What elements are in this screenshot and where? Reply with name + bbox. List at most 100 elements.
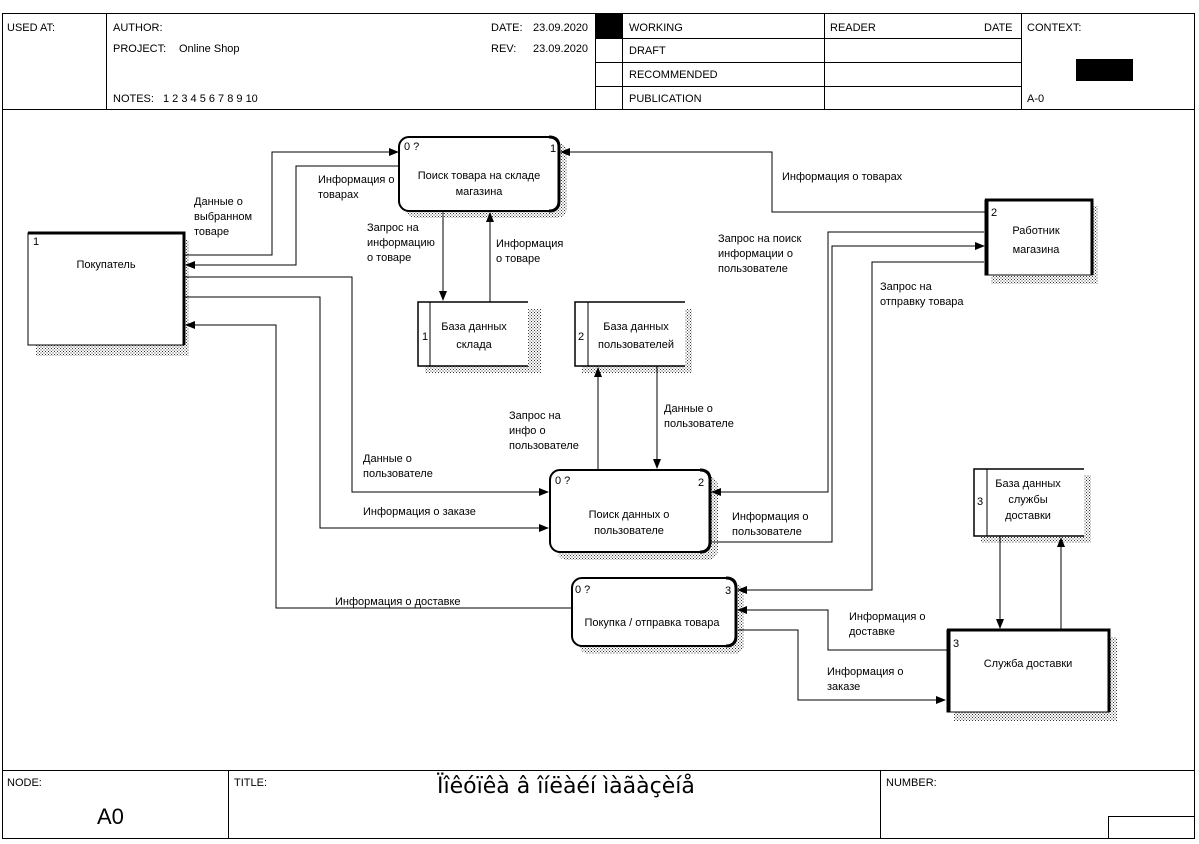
entity-buyer: 1 Покупатель <box>27 231 189 356</box>
flow-label-delivery-buyer: Информация о доставке <box>335 596 461 608</box>
footer-divider <box>228 770 229 839</box>
arrow-order-info <box>184 296 549 532</box>
process1-line2: магазина <box>456 186 504 198</box>
process1-line1: Поиск товара на складе <box>418 170 540 182</box>
store2-line1: База данных <box>603 321 669 333</box>
store-warehouse-db: 1 База данных склада <box>417 301 541 373</box>
context-label: CONTEXT: <box>1027 22 1082 34</box>
entity-worker-id: 2 <box>991 207 997 219</box>
diagram-frame <box>2 13 1195 839</box>
header-divider <box>824 13 825 109</box>
diagram-title: Ïîêóïêà â îíëàéí ìàãàçèíå <box>437 774 695 799</box>
arrow-user-info-request <box>711 231 984 496</box>
arrow-selected-product <box>184 148 399 256</box>
notes-value: 1 2 3 4 5 6 7 8 9 10 <box>163 93 258 105</box>
footer-divider <box>1108 816 1195 817</box>
process3-label: Покупка / отправка товара <box>584 617 720 629</box>
project-value: Online Shop <box>179 43 240 55</box>
number-label: NUMBER: <box>886 777 937 789</box>
project-label: PROJECT: <box>113 43 167 55</box>
arrow-user-data-from-buyer <box>184 276 549 496</box>
entity-delivery-id: 3 <box>953 638 959 650</box>
store1-id: 1 <box>422 331 428 343</box>
footer-divider <box>1108 816 1109 839</box>
entity-worker-line2: магазина <box>1013 244 1061 256</box>
footer-top-border <box>2 770 1195 771</box>
reader-label: READER <box>830 22 876 34</box>
arrow-delivery-info-to-buyer <box>185 321 572 609</box>
store1-line2: склада <box>456 339 492 351</box>
process-search-product: 0 ? 1 Поиск товара на складе магазина <box>398 135 567 218</box>
store3-id: 3 <box>977 496 983 508</box>
store3-line3: доставки <box>1005 510 1051 522</box>
store3-line2: службы <box>1008 494 1047 506</box>
used-at-label: USED AT: <box>7 22 56 34</box>
working-status-marker <box>596 14 622 38</box>
reader-date-label: DATE <box>984 22 1013 34</box>
store-delivery-db: 3 База данных службы доставки <box>973 468 1091 543</box>
process3-corner: 0 ? <box>575 584 590 596</box>
store2-line2: пользователей <box>598 339 674 351</box>
process1-id: 1 <box>550 143 556 155</box>
entity-delivery-service: 3 Служба доставки <box>946 628 1117 721</box>
process2-line1: Поиск данных о <box>589 509 670 521</box>
header-divider <box>622 13 623 109</box>
entity-buyer-label: Покупатель <box>76 259 135 271</box>
author-label: AUTHOR: <box>113 22 163 34</box>
date-value: 23.09.2020 <box>533 22 589 34</box>
rev-label: REV: <box>491 43 517 55</box>
entity-delivery-label: Служба доставки <box>984 658 1073 670</box>
node-value: A0 <box>97 804 124 829</box>
entity-buyer-id: 1 <box>33 236 39 248</box>
arrow-order-info-to-delivery <box>738 629 946 704</box>
title-label: TITLE: <box>234 777 268 789</box>
arrow-user-info-to-worker <box>711 242 985 543</box>
date-label: DATE: <box>491 22 523 34</box>
store1-line1: База данных <box>441 321 507 333</box>
arrow-ship-request <box>737 261 984 594</box>
process2-corner: 0 ? <box>555 475 570 487</box>
process-purchase-ship: 0 ? 3 Покупка / отправка товара <box>571 576 744 654</box>
flow-label-products-worker: Информация о товарах <box>782 171 903 183</box>
header-bottom-border <box>2 109 1195 110</box>
arrow-delivery-info <box>737 606 947 651</box>
header-row-line <box>595 38 1021 39</box>
store2-id: 2 <box>578 331 584 343</box>
flow-arrows <box>184 148 1065 704</box>
status-draft: DRAFT <box>629 45 666 57</box>
header-divider <box>106 13 107 109</box>
header-divider <box>595 13 596 109</box>
arrow-products-to-worker <box>560 148 985 213</box>
arrow-product-info-to-buyer <box>185 165 398 269</box>
header-divider <box>1021 13 1022 109</box>
header-row-line <box>595 62 1021 63</box>
header-row-line <box>595 86 1021 87</box>
entity-store-worker: 2 Работник магазина <box>984 198 1098 284</box>
footer-divider <box>880 770 881 839</box>
store-users-db: 2 База данных пользователей <box>574 301 692 373</box>
flow-label-order-info: Информация о заказе <box>363 506 476 518</box>
rev-value: 23.09.2020 <box>533 43 589 55</box>
notes-label: NOTES: <box>113 93 154 105</box>
process1-corner: 0 ? <box>404 141 419 153</box>
status-working: WORKING <box>629 22 683 34</box>
process-search-user: 0 ? 2 Поиск данных о пользователе <box>549 468 718 560</box>
status-recommended: RECOMMENDED <box>629 69 718 81</box>
context-node: A-0 <box>1027 93 1045 105</box>
status-publication: PUBLICATION <box>629 93 702 105</box>
store3-line1: База данных <box>995 478 1061 490</box>
node-label: NODE: <box>7 777 42 789</box>
